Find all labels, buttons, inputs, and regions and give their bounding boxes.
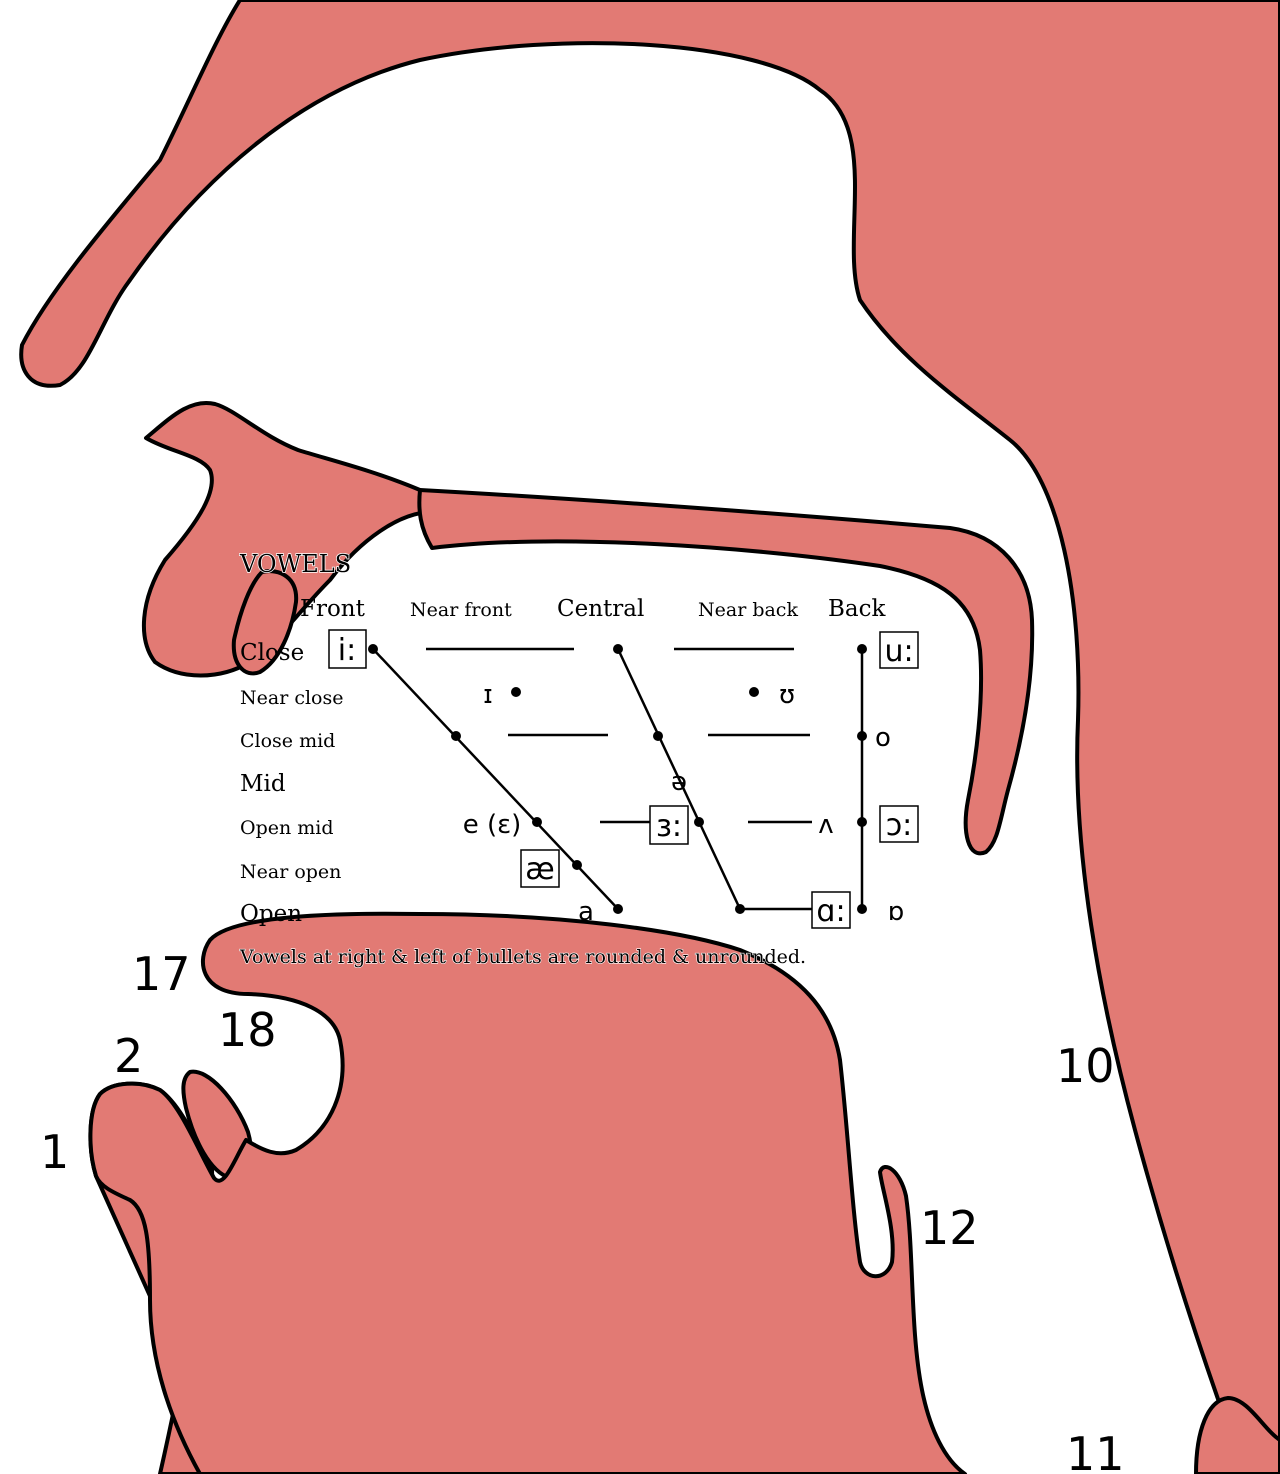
vowel-near-close-front: ɪ <box>483 680 493 710</box>
vowel-close-front: i: <box>338 633 356 668</box>
bullet-close-mid-central <box>653 731 663 741</box>
label-pharynx-wall: 10 <box>1056 1039 1115 1093</box>
box-close-back <box>879 631 919 669</box>
column-near-back: Near back <box>698 599 798 621</box>
bullet-close-mid-back <box>857 731 867 741</box>
vowel-close-back: u: <box>884 634 913 669</box>
column-back: Back <box>828 596 886 622</box>
row-near-close: Near close <box>240 687 343 709</box>
column-central: Central <box>557 596 644 622</box>
larynx <box>1194 1396 1280 1474</box>
label-upper-lip: 2 <box>114 1029 143 1083</box>
central-diagonal <box>616 648 742 910</box>
bullet-open-back <box>857 904 867 914</box>
tongue-and-jaw <box>88 911 967 1474</box>
vocal-tract-anatomy: 1 2 17 18 10 12 11 <box>19 0 1280 1474</box>
upper-teeth <box>231 569 299 676</box>
label-tongue-tip: 17 <box>132 947 191 1001</box>
bullet-near-close-back <box>749 687 759 697</box>
bullet-near-close-front <box>511 687 521 697</box>
bullet-close-central <box>613 644 623 654</box>
vowel-open-mid-central: ɜ: <box>656 809 682 844</box>
row-open-mid: Open mid <box>240 817 334 839</box>
bullet-open-mid-central <box>694 817 704 827</box>
bullet-open-front <box>613 904 623 914</box>
row-open: Open <box>240 901 302 927</box>
vowel-mid-central: ə <box>671 767 687 797</box>
bullet-close-back <box>857 644 867 654</box>
front-diagonal <box>372 648 619 910</box>
label-epiglottis: 12 <box>920 1201 979 1255</box>
box-open-back-unrounded <box>811 891 851 929</box>
bullet-open-mid-front <box>532 817 542 827</box>
vowel-near-close-back: ʊ <box>779 680 795 710</box>
box-open-mid-central <box>649 805 689 845</box>
box-close-front <box>328 629 367 669</box>
upper-lip <box>141 400 434 678</box>
vowel-open-mid-back-rounded: ɔ: <box>886 808 913 843</box>
vowel-chart-title: VOWELS <box>239 550 351 578</box>
bullet-open-mid-back <box>857 817 867 827</box>
vowel-open-mid-back-unrounded: ʌ <box>818 810 833 840</box>
label-larynx: 11 <box>1066 1427 1125 1474</box>
palate-and-velum <box>417 488 1035 856</box>
bullet-near-open-front <box>572 860 582 870</box>
vowel-close-mid-back: o <box>875 723 891 753</box>
vowel-chart-note: Vowels at right & left of bullets are ro… <box>239 946 806 968</box>
bullet-close-mid-front <box>451 731 461 741</box>
label-lower-teeth: 18 <box>218 1003 277 1057</box>
bullet-open-central <box>735 904 745 914</box>
vowel-chart: VOWELS Front Near front Central Near bac… <box>238 549 919 969</box>
row-near-open: Near open <box>240 861 341 883</box>
box-near-open-front <box>520 849 560 888</box>
row-close: Close <box>240 640 304 666</box>
row-mid: Mid <box>240 771 286 797</box>
nasal-skull-region <box>19 0 1280 1474</box>
row-close-mid: Close mid <box>240 730 335 752</box>
vowel-open-back-unrounded: ɑ: <box>816 894 845 929</box>
box-open-mid-back-rounded <box>879 805 919 843</box>
label-lower-lip: 1 <box>40 1125 69 1179</box>
column-near-front: Near front <box>410 599 512 621</box>
vowel-near-open-front: æ <box>525 852 554 887</box>
column-front: Front <box>300 596 366 622</box>
vowel-open-mid-front: e (ɛ) <box>463 810 522 840</box>
bullet-close-front <box>368 644 378 654</box>
vowel-open-back-rounded: ɒ <box>888 897 905 927</box>
vowel-open-front: a <box>578 897 594 927</box>
